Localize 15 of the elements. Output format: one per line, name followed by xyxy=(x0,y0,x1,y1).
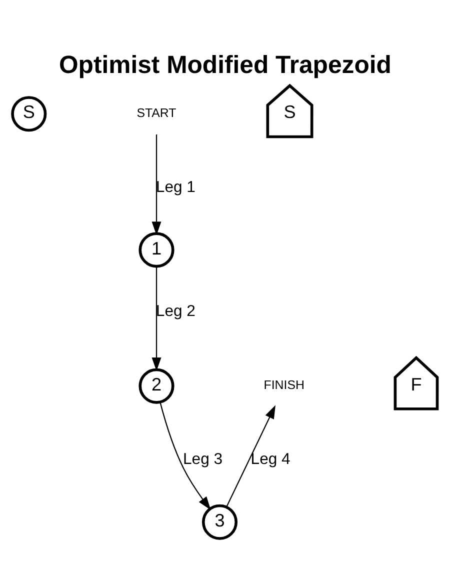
node-circle: 2 xyxy=(138,368,174,404)
diagram-title: Optimist Modified Trapezoid xyxy=(59,51,392,78)
edge-label: Leg 2 xyxy=(156,302,196,320)
edge-label: Leg 1 xyxy=(156,178,196,196)
node-circle: 1 xyxy=(138,232,174,268)
arrow xyxy=(152,266,162,371)
arrow xyxy=(226,404,276,507)
arrow xyxy=(160,401,211,510)
node-circle: S xyxy=(11,96,47,132)
node-text: FINISH xyxy=(264,378,304,392)
edge-label: Leg 4 xyxy=(250,450,290,468)
node-text: START xyxy=(136,106,176,120)
edge-label: Leg 3 xyxy=(183,450,223,468)
node-circle: 3 xyxy=(202,504,238,540)
arrow xyxy=(152,134,162,235)
